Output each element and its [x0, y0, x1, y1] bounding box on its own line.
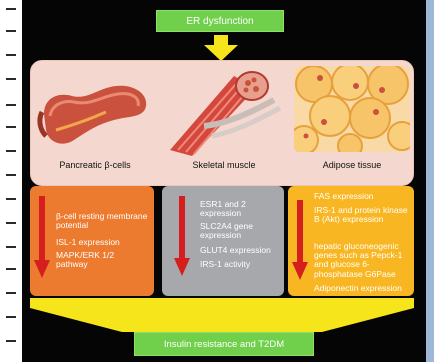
muscle-item: SLC2A4 gene expression: [200, 222, 282, 240]
insulin-resistance-box: Insulin resistance and T2DM: [134, 332, 314, 356]
muscle-item: GLUT4 expression: [200, 246, 282, 255]
adipose-tissue-illustration: [294, 66, 410, 152]
adipose-item: hepatic gluconeogenic genes such as Pepc…: [314, 242, 412, 279]
organ-label-muscle: Skeletal muscle: [164, 160, 284, 170]
convergence-arrow-icon: [30, 298, 414, 332]
red-decrease-arrow-icon: [174, 196, 190, 276]
muscle-item: IRS-1 activity: [200, 260, 282, 269]
pancreas-item: ISL-1 expression: [56, 238, 148, 247]
red-decrease-arrow-icon: [292, 200, 308, 280]
down-arrow-icon: [204, 35, 238, 61]
pancreas-item: β-cell resting membrane potential: [56, 212, 148, 230]
pancreas-item: MAPK/ERK 1/2 pathway: [56, 251, 148, 269]
er-dysfunction-box: ER dysfunction: [156, 10, 284, 32]
pancreas-illustration: [36, 68, 154, 150]
organ-label-pancreas: Pancreatic β-cells: [40, 160, 150, 170]
left-text-margin: [0, 0, 22, 362]
muscle-item: ESR1 and 2 expression: [200, 200, 282, 218]
organ-label-adipose: Adipose tissue: [294, 160, 410, 170]
adipose-item: IRS-1 and protein kinase B (Akt) express…: [314, 206, 412, 224]
skeletal-muscle-illustration: [164, 66, 284, 156]
red-decrease-arrow-icon: [34, 196, 50, 278]
adipose-item: FAS expression: [314, 192, 412, 201]
right-edge-strip: [426, 0, 434, 362]
adipose-item: Adiponectin expression: [314, 284, 412, 293]
